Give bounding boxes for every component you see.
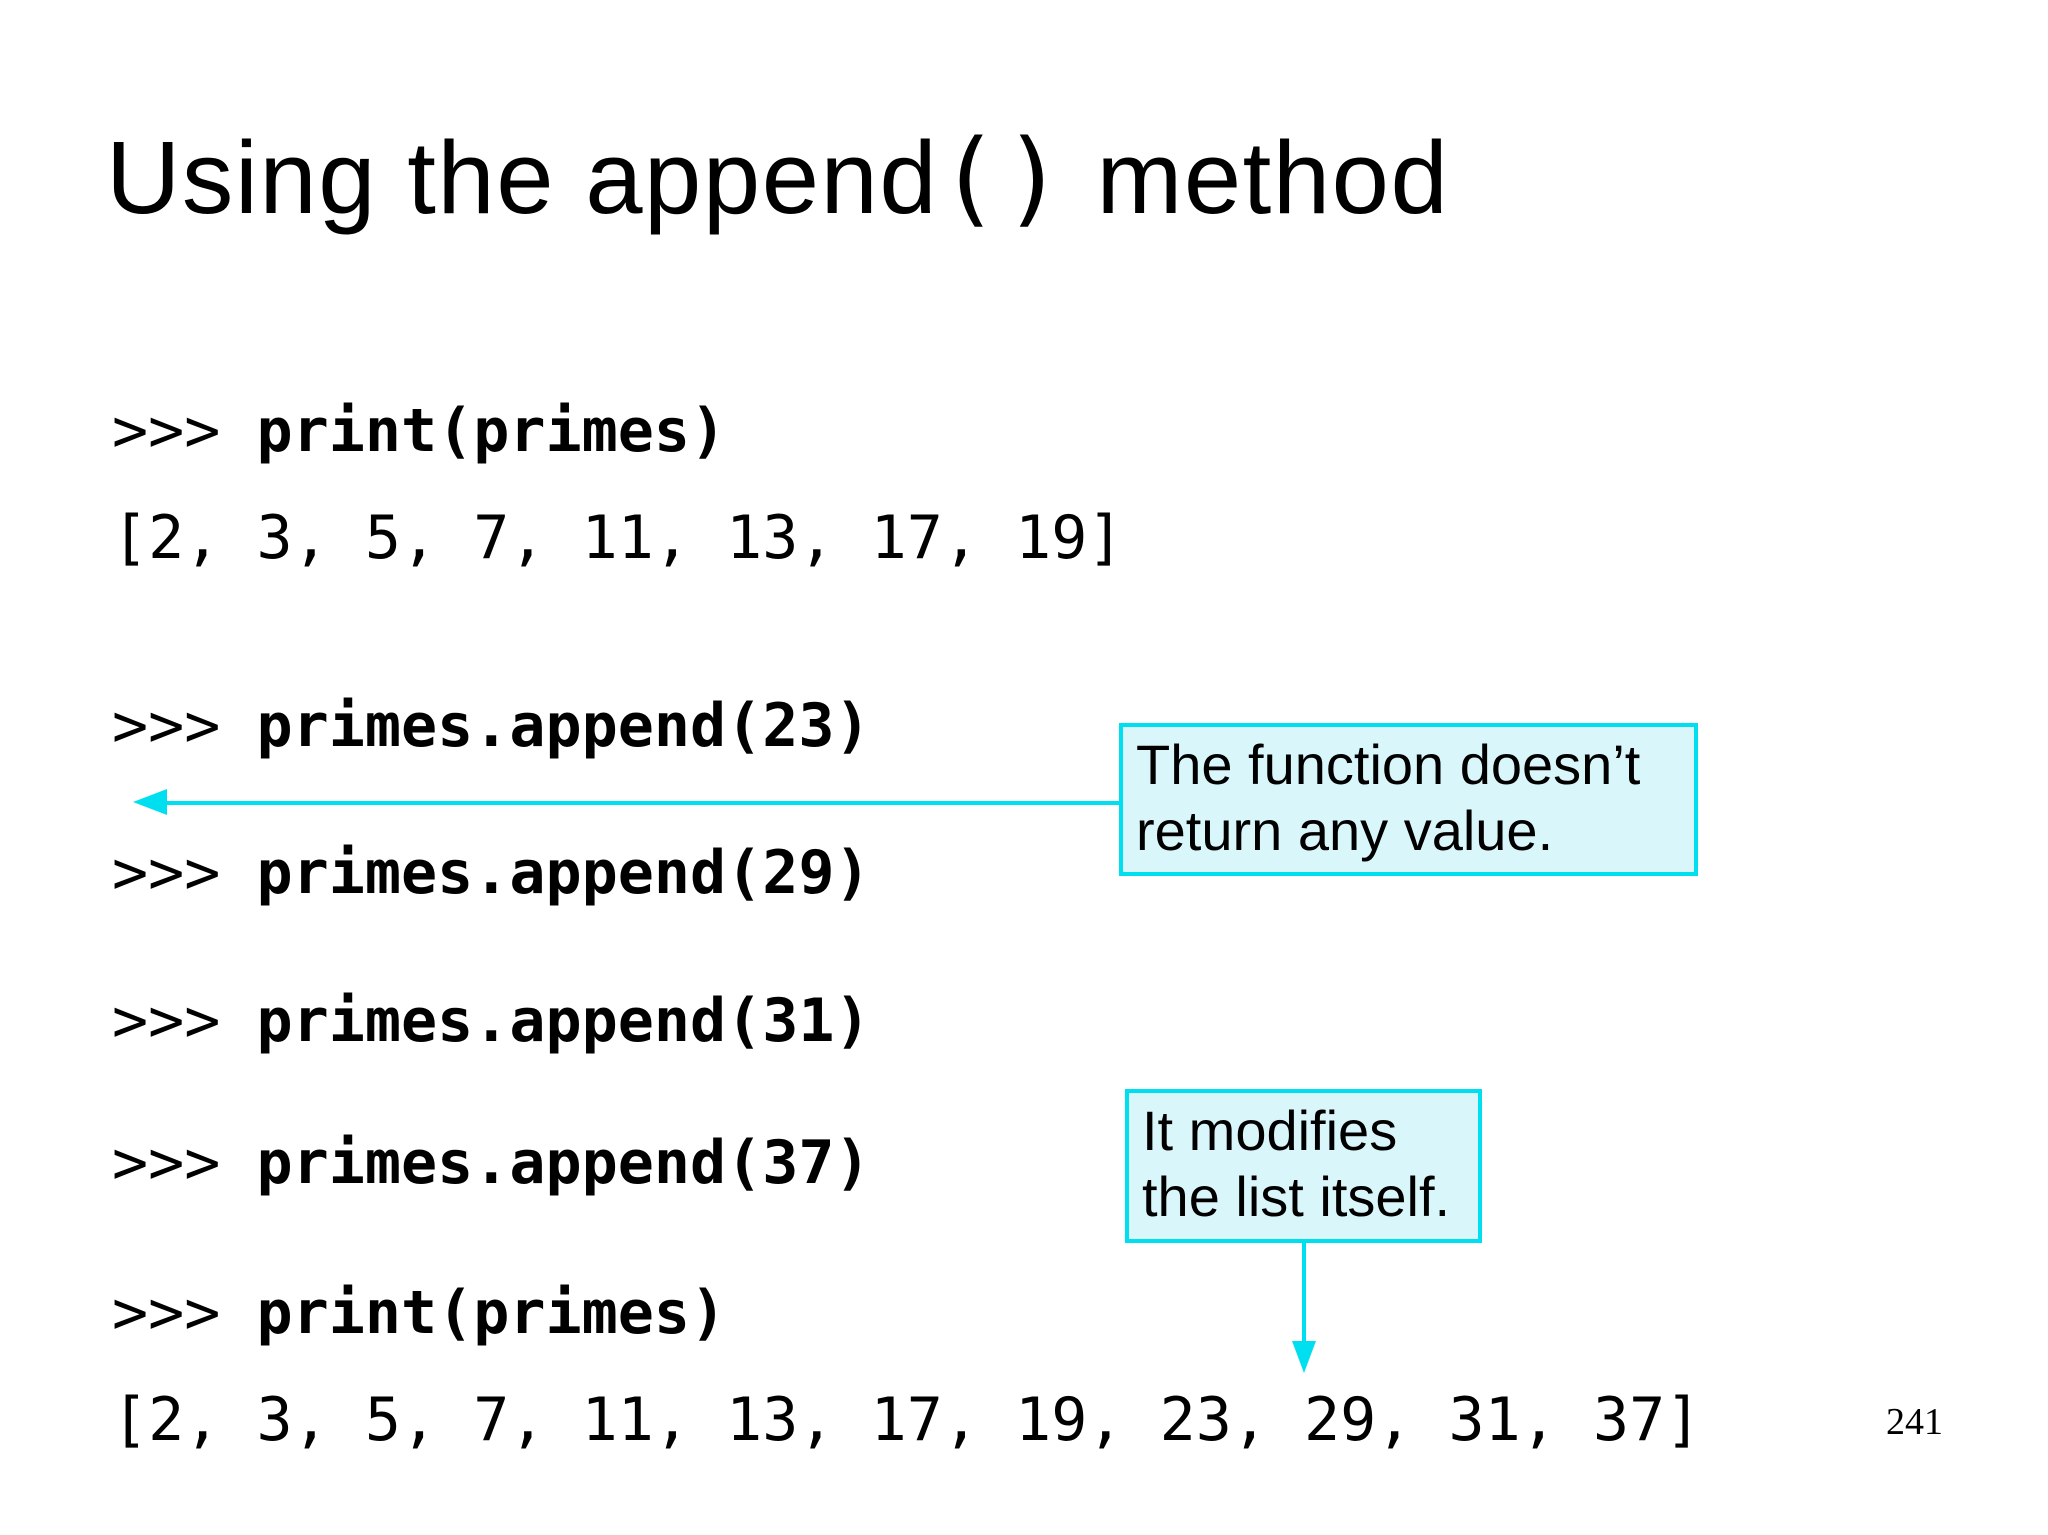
code-command: primes.append(23)	[256, 691, 871, 761]
page-number: 241	[1886, 1401, 1943, 1443]
callout-text-line: the list itself.	[1142, 1165, 1451, 1228]
code-command: primes.append(37)	[256, 1128, 871, 1198]
callout-modifies-list: It modifies the list itself.	[1125, 1089, 1482, 1243]
code-line-append-31: >>> primes.append(31)	[112, 985, 871, 1057]
code-line-print-primes-1: >>> print(primes)	[112, 395, 726, 467]
prompt-chevrons: >>>	[112, 1128, 221, 1198]
code-line-append-29: >>> primes.append(29)	[112, 837, 871, 909]
callout-no-return-value: The function doesn’t return any value.	[1119, 723, 1698, 876]
code-output-final-list: [2, 3, 5, 7, 11, 13, 17, 19, 23, 29, 31,…	[112, 1385, 1702, 1455]
code-line-append-37: >>> primes.append(37)	[112, 1127, 871, 1199]
prompt-chevrons: >>>	[112, 838, 221, 908]
callout-arrow-down-shaft	[1302, 1243, 1306, 1343]
code-command: print(primes)	[256, 396, 727, 466]
page-title: Using the append() method	[106, 118, 1449, 238]
prompt-chevrons: >>>	[112, 396, 221, 466]
callout-text-line: return any value.	[1136, 799, 1554, 862]
code-command: print(primes)	[256, 1278, 727, 1348]
code-output-initial-list: [2, 3, 5, 7, 11, 13, 17, 19]	[112, 503, 1124, 573]
prompt-chevrons: >>>	[112, 1278, 221, 1348]
code-command: primes.append(31)	[256, 986, 871, 1056]
callout-arrow-left-icon	[133, 789, 167, 815]
callout-arrow-left-shaft	[163, 801, 1119, 805]
title-text-suffix: method	[1066, 120, 1450, 235]
prompt-chevrons: >>>	[112, 691, 221, 761]
title-text-prefix: Using the append	[106, 120, 939, 235]
code-line-print-primes-2: >>> print(primes)	[112, 1277, 726, 1349]
callout-text-line: The function doesn’t	[1136, 733, 1641, 796]
callout-text-line: It modifies	[1142, 1099, 1398, 1162]
title-code-parens: ()	[938, 118, 1067, 238]
code-line-append-23: >>> primes.append(23)	[112, 690, 871, 762]
prompt-chevrons: >>>	[112, 986, 221, 1056]
code-command: primes.append(29)	[256, 838, 871, 908]
callout-arrow-down-icon	[1292, 1341, 1316, 1373]
